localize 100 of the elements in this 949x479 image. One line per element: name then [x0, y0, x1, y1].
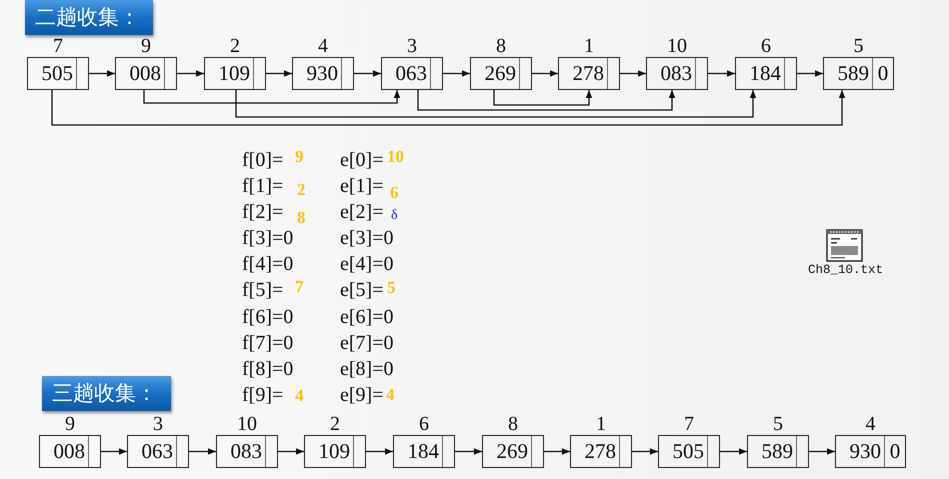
list-node: [558, 57, 620, 90]
entry-value: 4: [295, 387, 304, 405]
entry-value: 8: [297, 209, 306, 227]
index-label: 5: [773, 414, 783, 434]
entry-value: 2: [297, 181, 306, 199]
arrow: [366, 448, 393, 455]
node-value: 589: [838, 60, 869, 87]
list-node: [292, 57, 354, 90]
list-node: [39, 435, 101, 468]
index-label: 8: [496, 36, 506, 56]
heading-banner: 二趟收集：: [25, 0, 153, 35]
node-value: 930: [306, 60, 338, 87]
arrow: [797, 70, 823, 77]
list-node: [381, 57, 443, 90]
index-label: 10: [237, 414, 257, 434]
index-label: 9: [65, 414, 75, 434]
node-value: 505: [42, 60, 73, 87]
array-entry: e[2]=: [340, 201, 384, 223]
node-value: 278: [584, 438, 616, 465]
index-label: 3: [407, 36, 417, 56]
node-value: 008: [130, 60, 161, 87]
node-value: 269: [484, 60, 516, 87]
node-value: 109: [218, 60, 250, 87]
array-entry: e[4]=0: [340, 253, 394, 275]
index-label: 8: [508, 414, 518, 434]
list-node: [115, 57, 177, 90]
node-value: 505: [672, 438, 704, 465]
list-node: [216, 435, 278, 468]
array-entry: f[5]=: [242, 279, 284, 301]
array-entry: e[6]=0: [340, 306, 394, 328]
list-node: [393, 435, 455, 468]
entry-value: 9: [295, 148, 304, 166]
node-value: 063: [142, 438, 173, 465]
entry-value: 4: [386, 386, 394, 404]
list-node: [127, 435, 189, 468]
node-value: 278: [572, 60, 604, 87]
node-value: 589: [762, 438, 793, 465]
list-node: [823, 57, 894, 90]
node-value: 184: [408, 438, 439, 465]
list-node: [482, 435, 544, 468]
file-name: Ch8_10.txt: [808, 263, 884, 277]
array-entry: f[4]=0: [242, 253, 294, 275]
entry-value: 5: [387, 279, 396, 297]
array-entry: e[8]=0: [340, 358, 394, 380]
arrow: [493, 90, 592, 106]
array-entry: f[7]=0: [242, 332, 294, 354]
arrow: [143, 90, 400, 104]
array-entry: e[0]=: [340, 149, 384, 171]
arrow: [443, 70, 470, 77]
array-entry: e[7]=0: [340, 332, 394, 354]
node-value: 930: [850, 438, 881, 465]
entry-value: 6: [390, 184, 398, 202]
arrow: [266, 70, 292, 77]
arrow: [177, 70, 204, 77]
arrow: [51, 90, 846, 126]
array-entry: f[8]=0: [242, 358, 294, 380]
index-label: 7: [684, 414, 694, 434]
pointer-field: 0: [872, 58, 893, 89]
index-label: 1: [596, 414, 606, 434]
list-node: [570, 435, 632, 468]
index-label: 10: [667, 36, 687, 56]
index-label: 7: [53, 36, 63, 56]
array-entry: e[9]=: [340, 384, 384, 406]
entry-value: 7: [295, 278, 304, 296]
arrow: [809, 448, 835, 455]
array-entry: e[5]=: [340, 279, 384, 301]
node-value: 063: [396, 60, 427, 87]
index-label: 1: [584, 36, 594, 56]
list-node: [747, 435, 809, 468]
list-node: [470, 57, 532, 90]
array-entry: f[0]=: [242, 149, 284, 171]
entry-value: 10: [387, 148, 404, 166]
index-label: 2: [330, 414, 340, 434]
arrow: [89, 70, 115, 77]
arrow: [455, 448, 482, 455]
pointer-field: 0: [884, 436, 905, 467]
arrow: [235, 90, 756, 118]
node-value: 083: [660, 60, 692, 87]
arrow: [620, 70, 646, 77]
index-label: 4: [866, 414, 876, 434]
index-label: 6: [761, 36, 771, 56]
arrow: [632, 448, 658, 455]
array-entry: f[9]=: [242, 384, 284, 406]
list-node: [735, 57, 797, 90]
list-node: [204, 57, 266, 90]
array-entry: f[2]=: [242, 201, 284, 223]
array-entry: e[1]=: [340, 175, 384, 197]
heading-banner: 三趟收集：: [42, 376, 171, 411]
array-entry: f[1]=: [242, 175, 284, 197]
arrow: [101, 448, 127, 455]
index-label: 5: [854, 36, 864, 56]
arrow: [708, 70, 735, 77]
node-value: 269: [496, 438, 528, 465]
list-node: [646, 57, 708, 90]
arrow: [544, 448, 570, 455]
array-entry: f[6]=0: [242, 306, 294, 328]
node-value: 083: [230, 438, 262, 465]
index-label: 6: [419, 414, 429, 434]
index-label: 9: [141, 36, 151, 56]
index-label: 4: [318, 36, 328, 56]
